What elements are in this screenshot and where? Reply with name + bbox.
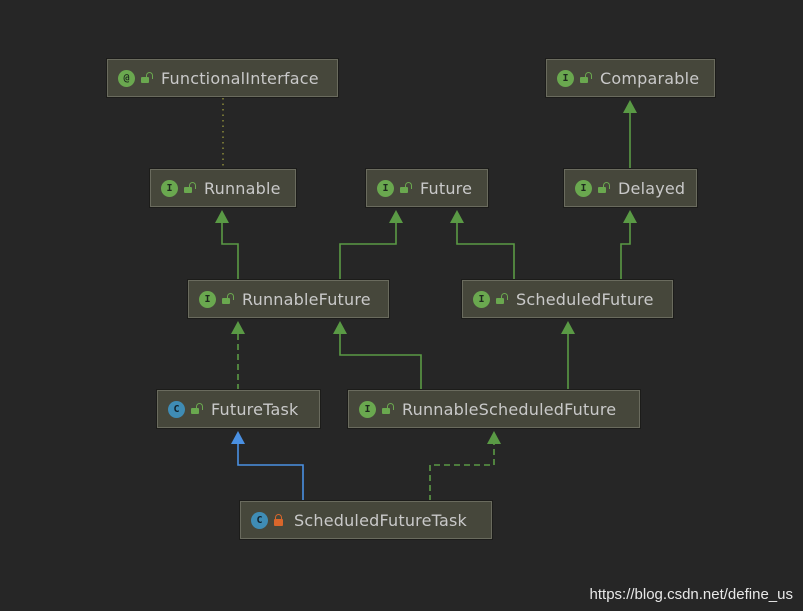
public-lock-icon (380, 402, 394, 416)
edge-line (339, 333, 422, 390)
edge-scheduledfuture-future (450, 210, 515, 280)
node-label: FutureTask (211, 399, 299, 419)
node-runnablefuture[interactable]: I RunnableFuture (188, 280, 389, 318)
edge-futuretask-runnablefuture (231, 321, 245, 390)
edge-line (237, 443, 304, 501)
arrowhead-icon (231, 431, 245, 444)
interface-icon: I (473, 290, 490, 308)
edge-line (429, 443, 495, 501)
arrowhead-icon (487, 431, 501, 444)
private-lock-icon (272, 513, 286, 527)
edge-runnablefuture-future (339, 210, 403, 280)
edge-line (620, 222, 631, 280)
arrowhead-icon (333, 321, 347, 334)
node-runnable[interactable]: I Runnable (150, 169, 296, 207)
interface-icon: I (377, 179, 394, 197)
node-scheduledfuture[interactable]: I ScheduledFuture (462, 280, 673, 318)
node-label: RunnableScheduledFuture (402, 399, 617, 419)
node-label: Comparable (600, 68, 700, 88)
class-icon: C (251, 511, 268, 529)
interface-icon: I (161, 179, 178, 197)
edge-scheduledfuturetask-futuretask (231, 431, 304, 501)
node-runnablescheduledfuture[interactable]: I RunnableScheduledFuture (348, 390, 640, 428)
arrowhead-icon (450, 210, 464, 223)
edge-runnablescheduledfuture-scheduledfuture (561, 321, 575, 390)
node-label: ScheduledFutureTask (294, 510, 467, 530)
edge-runnablescheduledfuture-runnablefuture (333, 321, 422, 390)
public-lock-icon (189, 402, 203, 416)
arrowhead-icon (623, 100, 637, 113)
edge-runnablefuture-runnable (215, 210, 239, 280)
arrowhead-icon (561, 321, 575, 334)
interface-icon: I (575, 179, 592, 197)
public-lock-icon (182, 181, 196, 195)
node-futuretask[interactable]: C FutureTask (157, 390, 320, 428)
annotation-icon: @ (118, 69, 135, 87)
arrowhead-icon (231, 321, 245, 334)
node-label: Runnable (204, 178, 281, 198)
node-comparable[interactable]: I Comparable (546, 59, 715, 97)
edge-delayed-comparable (623, 100, 637, 169)
public-lock-icon (494, 292, 508, 306)
edge-scheduledfuturetask-runnablescheduledfuture (429, 431, 501, 501)
interface-icon: I (557, 69, 574, 87)
edge-line (221, 222, 239, 280)
node-label: Delayed (618, 178, 686, 198)
interface-icon: I (199, 290, 216, 308)
public-lock-icon (398, 181, 412, 195)
watermark: https://blog.csdn.net/define_us (589, 586, 793, 603)
node-label: FunctionalInterface (161, 68, 319, 88)
edge-line (456, 222, 515, 280)
public-lock-icon (139, 71, 153, 85)
node-label: ScheduledFuture (516, 289, 654, 309)
node-label: RunnableFuture (242, 289, 371, 309)
node-future[interactable]: I Future (366, 169, 488, 207)
node-delayed[interactable]: I Delayed (564, 169, 697, 207)
edge-line (339, 222, 397, 280)
public-lock-icon (578, 71, 592, 85)
public-lock-icon (220, 292, 234, 306)
node-functionalinterface[interactable]: @ FunctionalInterface (107, 59, 338, 97)
node-scheduledfuturetask[interactable]: C ScheduledFutureTask (240, 501, 492, 539)
arrowhead-icon (215, 210, 229, 223)
arrowhead-icon (389, 210, 403, 223)
class-icon: C (168, 400, 185, 418)
public-lock-icon (596, 181, 610, 195)
edge-scheduledfuture-delayed (620, 210, 637, 280)
arrowhead-icon (623, 210, 637, 223)
interface-icon: I (359, 400, 376, 418)
node-label: Future (420, 178, 473, 198)
